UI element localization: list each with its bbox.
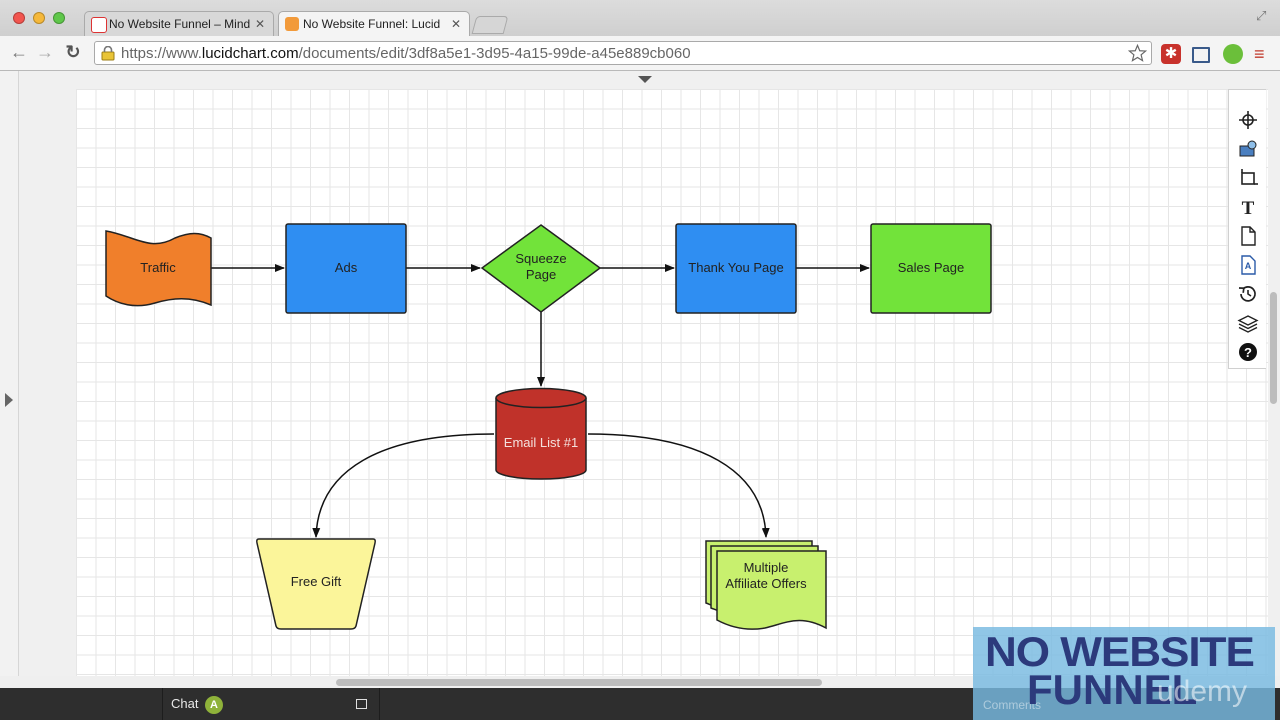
crosshair-icon[interactable]: [1237, 109, 1259, 131]
chat-label: Chat: [171, 696, 199, 711]
chat-panel[interactable]: Chat A: [162, 688, 380, 720]
lastpass-extension-icon[interactable]: ✱: [1161, 44, 1181, 64]
watermark-line2: FUNNEL: [1027, 666, 1198, 713]
text-icon[interactable]: T: [1237, 196, 1259, 218]
node-sales-page[interactable]: Sales Page: [870, 223, 992, 314]
svg-text:A: A: [1245, 261, 1252, 271]
crop-icon[interactable]: [1237, 167, 1259, 189]
back-button[interactable]: ←: [10, 42, 28, 62]
node-label: Sales Page: [898, 260, 965, 275]
bookmark-star-icon[interactable]: [1128, 44, 1147, 62]
mindmeister-favicon-icon: [91, 17, 107, 33]
url-text: https://www.lucidchart.com/documents/edi…: [121, 45, 691, 62]
lucidchart-workspace: [0, 71, 1280, 688]
layers-icon[interactable]: [1237, 312, 1259, 334]
avatar: A: [205, 696, 223, 714]
node-email-list[interactable]: Email List #1: [495, 387, 587, 480]
tab-title: No Website Funnel – Mind: [109, 17, 251, 31]
close-tab-icon[interactable]: ✕: [254, 17, 265, 31]
lock-icon: [101, 46, 115, 61]
node-label: Traffic: [140, 260, 176, 275]
node-label: Thank You Page: [688, 260, 783, 275]
connector-email-freegift[interactable]: [312, 433, 495, 538]
image-icon[interactable]: [1237, 138, 1259, 160]
node-traffic[interactable]: Traffic: [105, 230, 212, 307]
browser-toolbar: ← → ↻ https://www.lucidchart.com/documen…: [0, 36, 1280, 71]
horizontal-scrollbar[interactable]: [336, 679, 822, 686]
help-icon[interactable]: ?: [1237, 341, 1259, 363]
node-free-gift[interactable]: Free Gift: [256, 538, 376, 630]
forward-button[interactable]: →: [36, 42, 54, 62]
node-label: Email List #1: [504, 435, 578, 450]
connector-email-affiliate[interactable]: [587, 433, 770, 538]
tab-title: No Website Funnel: Lucid: [303, 17, 441, 31]
right-toolbar: T A ?: [1228, 89, 1266, 369]
svg-text:?: ?: [1244, 345, 1252, 360]
left-panel-collapsed: [0, 71, 19, 688]
vertical-scrollbar[interactable]: [1270, 292, 1277, 404]
tab-lucidchart[interactable]: No Website Funnel: Lucid ✕: [278, 11, 470, 36]
fullscreen-icon[interactable]: ⤢: [1256, 8, 1267, 23]
node-label: Squeeze: [515, 251, 566, 266]
svg-text:T: T: [1242, 198, 1255, 218]
comments-label: Comments: [983, 698, 1042, 712]
node-label: Multiple: [744, 560, 789, 575]
node-label: Affiliate Offers: [725, 576, 807, 591]
text-box-icon[interactable]: A: [1237, 254, 1259, 276]
udemy-logo: udemy: [1157, 675, 1248, 708]
address-bar[interactable]: https://www.lucidchart.com/documents/edi…: [94, 41, 1152, 65]
maximize-chat-icon[interactable]: [356, 699, 367, 709]
screen-capture-extension-icon[interactable]: [1192, 47, 1210, 63]
node-label: Ads: [335, 260, 358, 275]
node-ads[interactable]: Ads: [285, 223, 407, 314]
collapse-toolbar-icon[interactable]: [638, 76, 652, 83]
tab-mindmap[interactable]: No Website Funnel – Mind ✕: [84, 11, 274, 36]
no-website-funnel-watermark: Comments NO WEBSITE FUNNEL udemy: [973, 627, 1275, 720]
close-tab-icon[interactable]: ✕: [450, 17, 461, 31]
menu-icon[interactable]: ≡: [1254, 44, 1265, 64]
node-squeeze-page[interactable]: Squeeze Page: [480, 224, 602, 313]
close-window-button[interactable]: [13, 12, 25, 24]
browser-tab-bar: No Website Funnel – Mind ✕ No Website Fu…: [0, 0, 1280, 36]
watermark-line1: NO WEBSITE: [985, 628, 1255, 675]
zoom-window-button[interactable]: [53, 12, 65, 24]
reload-button[interactable]: ↻: [65, 42, 81, 62]
expand-left-panel-icon[interactable]: [5, 393, 13, 407]
node-label: Page: [526, 267, 556, 282]
page-icon[interactable]: [1237, 225, 1259, 247]
history-icon[interactable]: [1237, 283, 1259, 305]
lucidchart-favicon-icon: [285, 17, 299, 31]
node-thank-you-page[interactable]: Thank You Page: [675, 223, 797, 314]
minimize-window-button[interactable]: [33, 12, 45, 24]
evernote-extension-icon[interactable]: [1223, 44, 1243, 64]
node-label: Free Gift: [291, 574, 342, 589]
node-affiliate-offers[interactable]: Multiple Affiliate Offers: [705, 540, 827, 630]
